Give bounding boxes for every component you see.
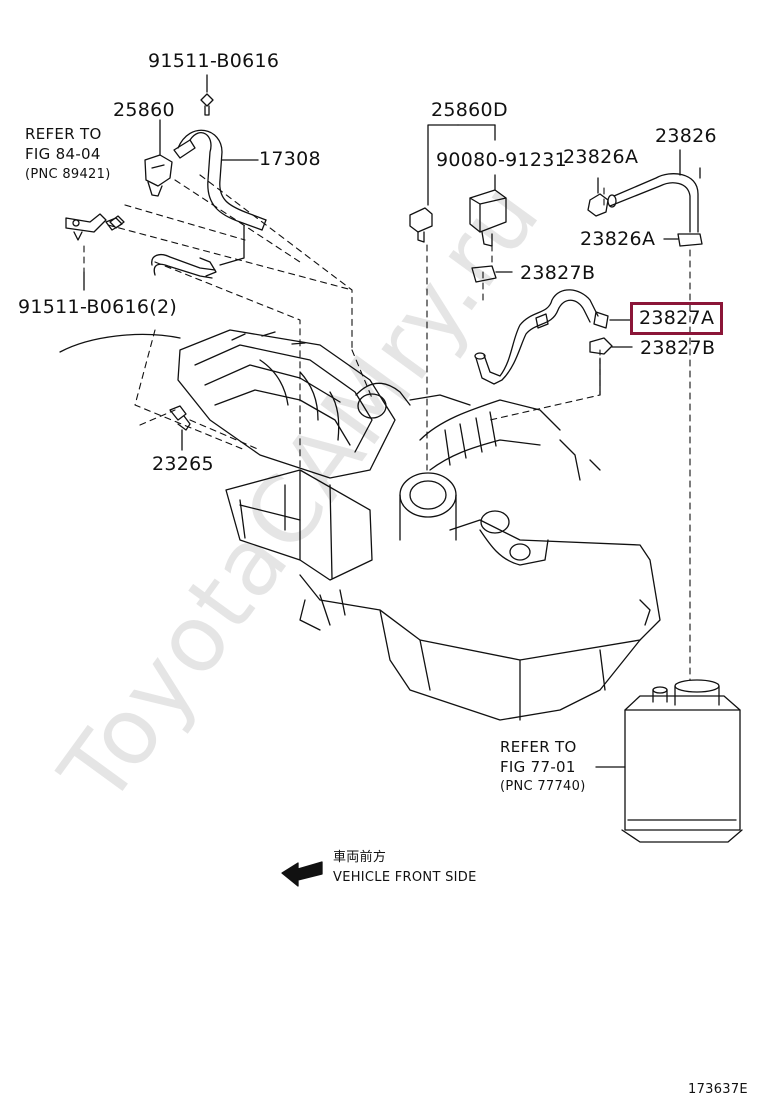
- valve-90080[interactable]: [469, 174, 507, 247]
- label-91511-2[interactable]: 91511-B0616(2): [18, 296, 178, 318]
- direction-english: VEHICLE FRONT SIDE: [333, 870, 477, 885]
- charcoal-canister[interactable]: [595, 679, 743, 843]
- clip-23826A-mid[interactable]: [663, 233, 703, 247]
- label-25860D[interactable]: 25860D: [431, 99, 508, 121]
- bolt-91511-top[interactable]: [200, 74, 214, 116]
- vsv-25860D[interactable]: [409, 124, 496, 243]
- figure-id: 173637E: [688, 1082, 748, 1097]
- refer-right-line3: (PNC 77740): [500, 779, 586, 794]
- sensor-23265[interactable]: [169, 405, 191, 451]
- clip-23826A-top[interactable]: [587, 177, 609, 217]
- label-23826A-top[interactable]: 23826A: [563, 146, 639, 168]
- front-arrow-icon: [281, 861, 323, 887]
- refer-right-line1: REFER TO: [500, 738, 577, 756]
- label-leaders: [599, 167, 701, 396]
- label-90080[interactable]: 90080-91231: [436, 149, 568, 171]
- label-25860[interactable]: 25860: [113, 99, 175, 121]
- refer-right-line2: FIG 77-01: [500, 758, 576, 776]
- label-23265[interactable]: 23265: [152, 453, 214, 475]
- vsv-25860[interactable]: [144, 119, 196, 197]
- label-23826A-mid[interactable]: 23826A: [580, 228, 656, 250]
- direction-japanese: 車両前方: [333, 850, 387, 865]
- refer-left-line1: REFER TO: [25, 125, 102, 143]
- label-23827B-right[interactable]: 23827B: [640, 337, 716, 359]
- label-23826[interactable]: 23826: [655, 125, 717, 147]
- bolt-91511-2[interactable]: [83, 215, 125, 291]
- label-23827A-highlighted[interactable]: 23827A: [630, 302, 724, 335]
- label-91511-top[interactable]: 91511-B0616: [148, 50, 280, 72]
- refer-left-line3: (PNC 89421): [25, 167, 111, 182]
- label-17308[interactable]: 17308: [259, 148, 321, 170]
- engine-illustration: [59, 329, 661, 721]
- hose-23827A[interactable]: [474, 289, 631, 385]
- label-23827B-left[interactable]: 23827B: [520, 262, 596, 284]
- dashed-leaders: [83, 174, 691, 681]
- clip-23827B-right[interactable]: [589, 337, 633, 355]
- hose-17308[interactable]: [151, 129, 267, 279]
- refer-left-line2: FIG 84-04: [25, 145, 101, 163]
- hose-23826[interactable]: [607, 149, 699, 233]
- clip-23827B-left[interactable]: [471, 265, 513, 283]
